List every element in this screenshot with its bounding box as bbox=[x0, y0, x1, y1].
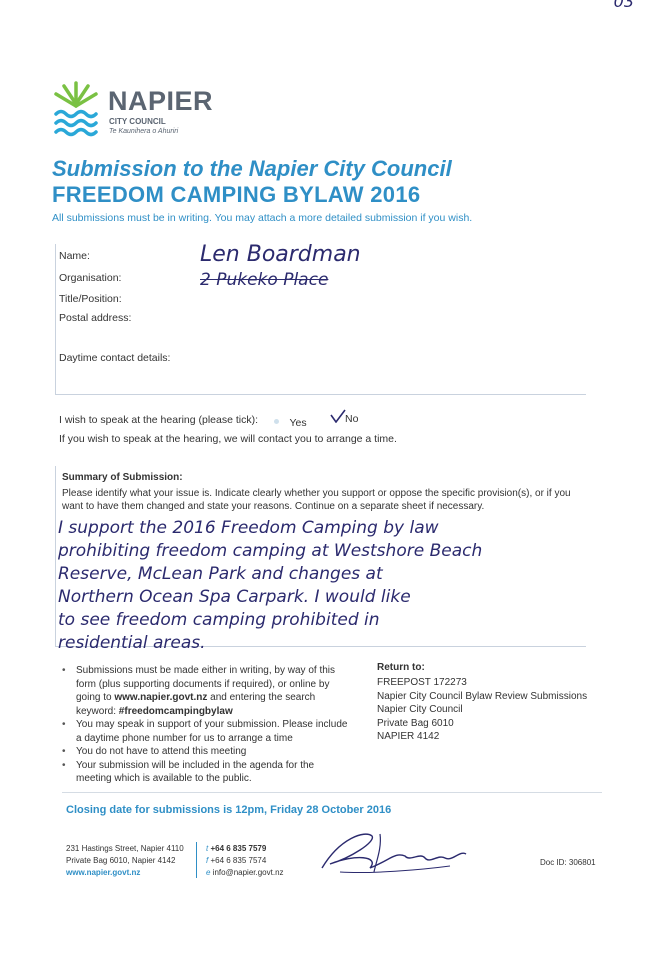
tick-mark-icon bbox=[330, 409, 346, 423]
organisation-value: 2 Pukeko Place bbox=[200, 270, 329, 290]
note-item: You may speak in support of your submiss… bbox=[62, 718, 352, 745]
return-to-block: Return to: FREEPOST 172273 Napier City C… bbox=[377, 662, 637, 744]
return-address-line: Napier City Council bbox=[377, 704, 463, 715]
page-title-line2: FREEDOM CAMPING BYLAW 2016 bbox=[52, 182, 421, 207]
no-label: No bbox=[345, 413, 359, 425]
daytime-contact-label: Daytime contact details: bbox=[59, 352, 171, 364]
note-text: Submissions must be made either in writi… bbox=[76, 665, 335, 703]
note-text: and entering the search keyword: bbox=[76, 692, 316, 717]
hearing-no-option[interactable]: No bbox=[330, 409, 370, 427]
return-address-line: Private Bag 6010 bbox=[377, 717, 454, 729]
signature-icon bbox=[321, 833, 467, 874]
email-label: e bbox=[206, 868, 211, 877]
handwritten-line: residential areas. bbox=[58, 633, 206, 653]
footer-website-link[interactable]: www.napier.govt.nz bbox=[66, 868, 141, 877]
handwritten-line: Reserve, McLean Park and changes at bbox=[58, 564, 383, 584]
closing-divider bbox=[62, 792, 602, 793]
yes-radio[interactable] bbox=[274, 419, 279, 425]
fax-number: +64 6 835 7574 bbox=[210, 856, 267, 865]
summary-heading: Summary of Submission: bbox=[62, 472, 183, 483]
hearing-question: I wish to speak at the hearing (please t… bbox=[59, 414, 259, 426]
note-item: You do not have to attend this meeting bbox=[62, 745, 352, 759]
fax-label: f bbox=[206, 856, 209, 865]
note-item: Submissions must be made either in writi… bbox=[62, 664, 352, 718]
name-label: Name: bbox=[59, 250, 90, 262]
website-link[interactable]: www.napier.govt.nz bbox=[114, 692, 208, 703]
phone-label: t bbox=[206, 844, 209, 853]
organisation-label: Organisation: bbox=[59, 272, 122, 284]
return-address-line: FREEPOST 172273 bbox=[377, 677, 467, 688]
logo-emblem-icon bbox=[54, 81, 98, 137]
return-to-heading: Return to: bbox=[377, 662, 425, 673]
closing-date: Closing date for submissions is 12pm, Fr… bbox=[66, 804, 392, 816]
intro-text: All submissions must be in writing. You … bbox=[52, 212, 473, 224]
handwritten-line: Northern Ocean Spa Carpark. I would like bbox=[58, 587, 411, 607]
note-item: Your submission will be included in the … bbox=[62, 759, 352, 786]
yes-label: Yes bbox=[289, 417, 307, 429]
summary-instructions: Please identify what your issue is. Indi… bbox=[62, 488, 571, 512]
hearing-note: If you wish to speak at the hearing, we … bbox=[59, 433, 397, 445]
logo-name: NAPIER bbox=[108, 86, 214, 116]
return-address-line: Napier City Council Bylaw Review Submiss… bbox=[377, 690, 588, 702]
submission-notes: Submissions must be made either in writi… bbox=[62, 664, 352, 786]
handwritten-line: prohibiting freedom camping at Westshore… bbox=[58, 541, 483, 561]
phone-number: +64 6 835 7579 bbox=[210, 844, 267, 853]
logo-subtitle: CITY COUNCIL bbox=[109, 117, 166, 126]
name-value: Len Boardman bbox=[200, 242, 361, 267]
hearing-yes-option[interactable]: Yes bbox=[274, 413, 314, 429]
footer-address: 231 Hastings Street, Napier 4110 Private… bbox=[66, 843, 184, 879]
postal-address-label: Postal address: bbox=[59, 312, 132, 324]
contact-form-box bbox=[55, 244, 586, 395]
page-title-line1: Submission to the Napier City Council bbox=[52, 156, 452, 181]
handwritten-line: I support the 2016 Freedom Camping by la… bbox=[58, 518, 439, 538]
return-address-line: NAPIER 4142 bbox=[377, 731, 440, 742]
handwritten-line: to see freedom camping prohibited in bbox=[58, 610, 380, 630]
footer-contacts: t +64 6 835 7579 f +64 6 835 7574 e info… bbox=[206, 843, 284, 879]
address-line: 231 Hastings Street, Napier 4110 bbox=[66, 844, 184, 853]
summary-box bbox=[55, 466, 586, 647]
summary-handwritten-text: I support the 2016 Freedom Camping by la… bbox=[58, 517, 618, 655]
address-line: Private Bag 6010, Napier 4142 bbox=[66, 856, 176, 865]
logo-maori-name: Te Kaunihera o Ahuriri bbox=[109, 128, 179, 135]
corner-mark: 03 bbox=[613, 0, 634, 11]
footer-divider bbox=[196, 842, 197, 878]
title-position-label: Title/Position: bbox=[59, 293, 122, 305]
document-id: Doc ID: 306801 bbox=[540, 858, 596, 867]
email-link[interactable]: info@napier.govt.nz bbox=[212, 868, 284, 877]
council-logo: NAPIER CITY COUNCIL Te Kaunihera o Ahuri… bbox=[52, 80, 214, 140]
search-keyword: #freedomcampingbylaw bbox=[118, 705, 233, 717]
